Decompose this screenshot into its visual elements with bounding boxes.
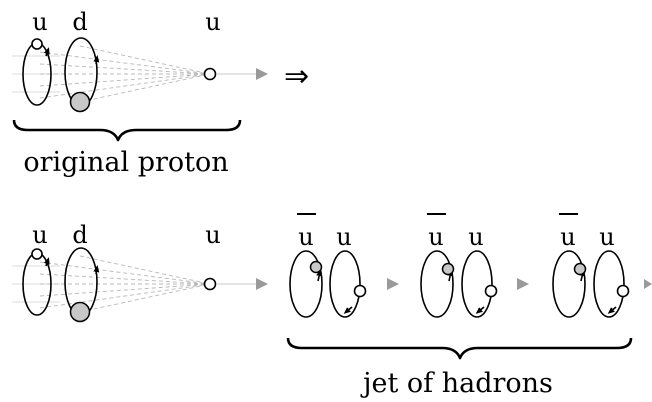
bottom-guide-lines — [12, 265, 60, 303]
hadron-3-arrow-right — [607, 306, 617, 314]
hadron-2-arrow-right — [475, 306, 485, 314]
hadron-1-loop-right — [329, 250, 361, 318]
hadron-3-quark-label: u — [599, 223, 614, 251]
hadron-3-quark-marker — [616, 284, 630, 298]
bottom-quark-d-marker — [69, 301, 91, 323]
bottom-gray-arrow-3 — [517, 278, 529, 290]
top-dashed-lines — [39, 45, 211, 103]
bottom-loop-d-arrow — [93, 265, 100, 275]
bottom-loop-u-arrow — [43, 257, 50, 267]
bottom-quark-label-u1: u — [32, 221, 47, 249]
hadron-1-quark-label: u — [336, 223, 351, 251]
bottom-proton: u d u — [12, 221, 221, 323]
top-proton: u d u — [12, 8, 221, 113]
bottom-caption: jet of hadrons — [360, 368, 553, 399]
top-quark-u2-marker — [203, 67, 217, 81]
bottom-gray-arrow-4 — [644, 279, 652, 289]
top-caption: original proton — [23, 147, 228, 178]
hadron-3-loop-right — [593, 250, 625, 318]
hadron-2-antiquark-label: u — [428, 223, 443, 251]
hadron-2-loop-left — [420, 250, 454, 318]
hadron-1-arrow-right — [343, 306, 353, 314]
implies-arrow: ⇒ — [284, 59, 309, 94]
hadron-1-antiquark-label: u — [298, 223, 313, 251]
top-quark-label-u1: u — [32, 8, 47, 36]
top-loop-u-arrow — [43, 47, 50, 57]
hadron-2-loop-right — [461, 250, 493, 318]
hadron-pair-2: u u — [420, 213, 498, 318]
hadron-2-quark-marker — [484, 284, 498, 298]
bottom-gray-arrow-1 — [217, 278, 268, 290]
top-guide-lines — [12, 55, 60, 93]
top-gray-arrow — [217, 68, 268, 80]
top-quark-u-marker — [31, 38, 43, 50]
hadron-pair-3: u u — [552, 213, 630, 318]
hadron-2-quark-label: u — [468, 223, 483, 251]
top-loop-d-arrow — [93, 55, 100, 65]
hadron-3-antiquark-marker — [573, 262, 587, 276]
hadron-1-quark-marker — [353, 284, 367, 298]
top-quark-label-u2: u — [205, 8, 220, 36]
top-brace — [12, 119, 242, 142]
top-quark-label-d: d — [72, 8, 87, 36]
bottom-brace — [286, 337, 633, 360]
bottom-quark-u2-marker — [203, 277, 217, 291]
bottom-gray-arrow-2 — [387, 278, 399, 290]
hadron-pair-1: u u — [289, 213, 367, 318]
hadron-2-antiquark-marker — [441, 262, 455, 276]
hadron-1-loop-left — [289, 250, 323, 318]
hadron-3-antiquark-label: u — [560, 223, 575, 251]
hadron-1-antiquark-marker — [309, 260, 323, 274]
top-quark-d-marker — [69, 91, 91, 113]
bottom-quark-label-d: d — [72, 221, 87, 249]
bottom-quark-u-marker — [31, 248, 43, 260]
hadron-3-loop-left — [552, 250, 586, 318]
hadron-1-arrow-left — [316, 269, 323, 282]
bottom-quark-label-u2: u — [205, 221, 220, 249]
